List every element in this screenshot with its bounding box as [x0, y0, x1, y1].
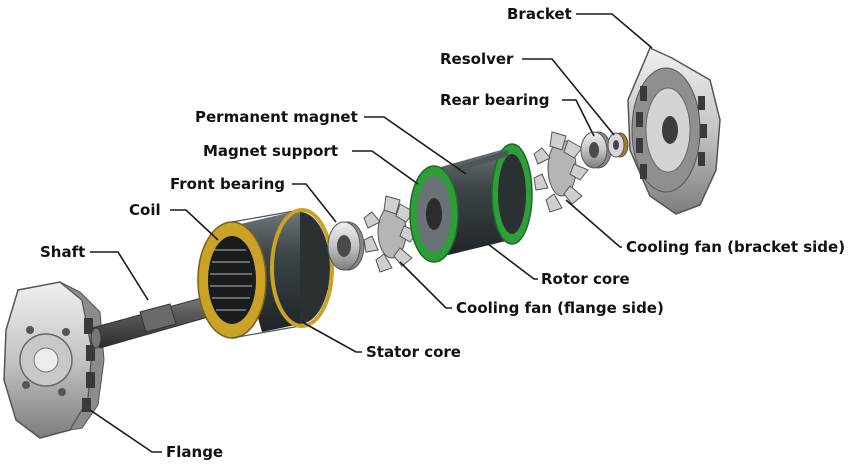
resolver-part — [607, 132, 629, 158]
leader-flange — [89, 409, 162, 453]
labels: Bracket Resolver Rear bearing Permanent … — [40, 5, 845, 461]
leader-lines — [89, 13, 653, 453]
leader-front-bearing — [292, 183, 337, 223]
leader-rotor-core — [487, 243, 538, 280]
label-resolver: Resolver — [440, 50, 514, 68]
leader-stator-core — [301, 321, 362, 353]
label-coil: Coil — [129, 201, 161, 219]
leader-permanent-magnet — [364, 116, 467, 175]
leader-cooling-fan-flange — [399, 261, 452, 309]
leader-magnet-support — [352, 150, 419, 185]
leader-shaft — [90, 251, 149, 301]
label-cooling-fan-flange: Cooling fan (flange side) — [456, 299, 664, 317]
label-permanent-magnet: Permanent magnet — [195, 108, 358, 126]
leader-coil — [170, 209, 219, 241]
label-flange: Flange — [166, 443, 223, 461]
leader-rear-bearing — [562, 99, 595, 137]
cooling-fan-bracket-part — [533, 131, 589, 213]
label-bracket: Bracket — [507, 5, 572, 23]
bracket-part — [627, 46, 721, 215]
leader-bracket — [576, 13, 653, 49]
label-magnet-support: Magnet support — [203, 142, 338, 160]
stator-core-part — [197, 208, 334, 339]
label-stator-core: Stator core — [366, 343, 461, 361]
label-shaft: Shaft — [40, 243, 85, 261]
flange-part — [3, 281, 105, 439]
label-cooling-fan-bracket: Cooling fan (bracket side) — [626, 238, 845, 256]
label-rotor-core: Rotor core — [541, 270, 630, 288]
cooling-fan-flange-part — [363, 195, 419, 273]
rear-bearing-part — [580, 131, 612, 169]
label-rear-bearing: Rear bearing — [440, 91, 549, 109]
label-front-bearing: Front bearing — [170, 175, 285, 193]
leader-cooling-fan-bracket — [565, 199, 622, 248]
front-bearing-part — [327, 221, 365, 271]
leader-resolver — [522, 58, 615, 136]
rotor-core-part — [409, 143, 533, 263]
